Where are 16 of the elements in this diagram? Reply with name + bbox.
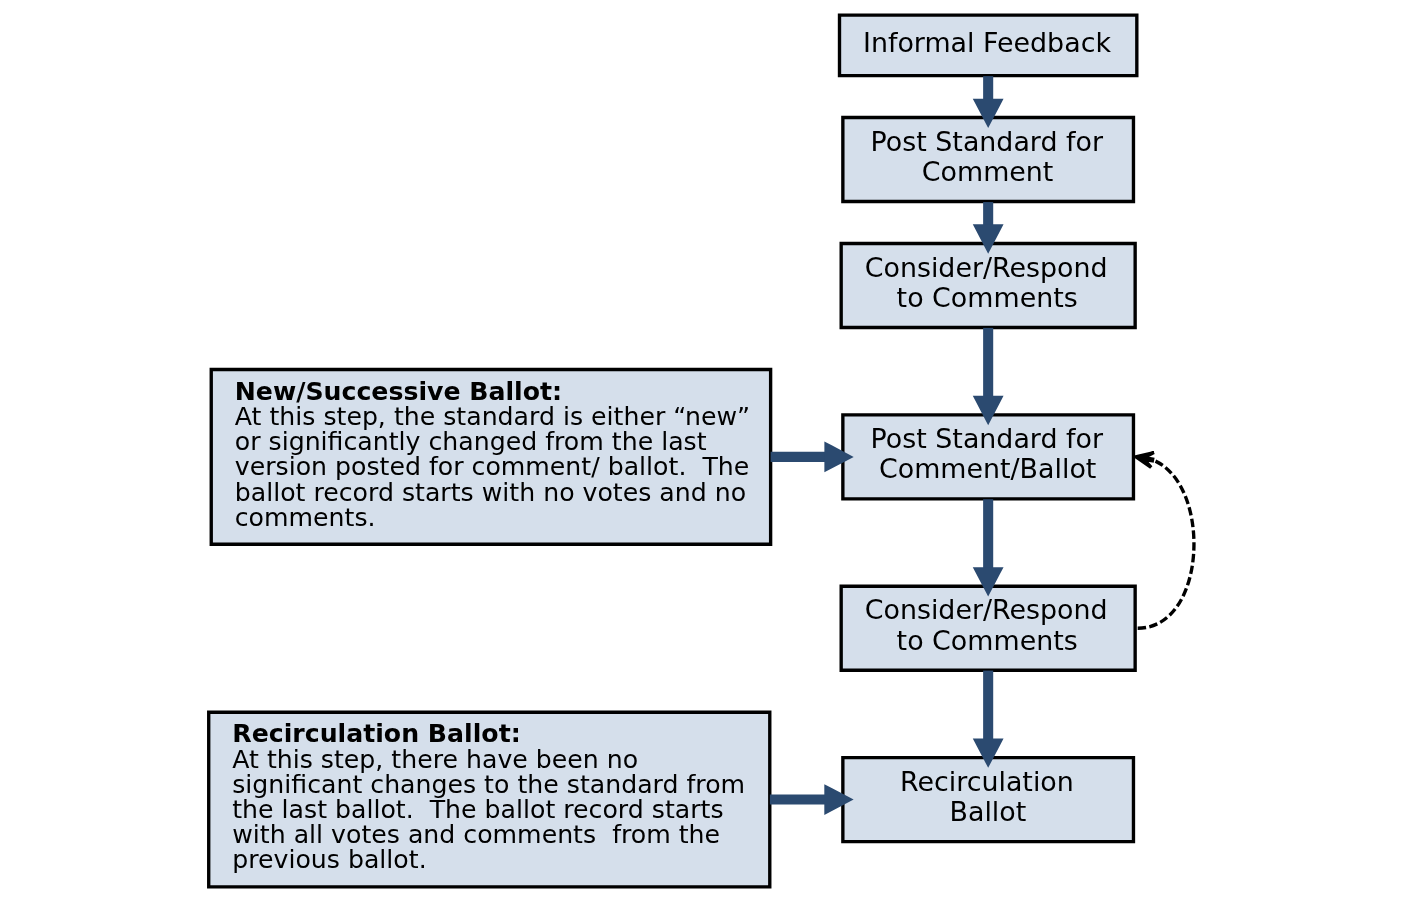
node-box: Post Standard for Comment/Ballot <box>841 413 1136 501</box>
node-box: Informal Feedback <box>837 13 1139 78</box>
node-box: Consider/Respond to Comments <box>839 584 1137 672</box>
arrow <box>770 441 854 473</box>
node-box: Recirculation Ballot <box>841 755 1136 844</box>
node-box: New/Successive Ballot: At this step, the standard is either “new” or significantly changed from the last version posted for comment/ ballot. The ballot record starts with no votes and no comments. <box>209 367 773 546</box>
arrow <box>972 670 1004 768</box>
arrow <box>972 76 1004 129</box>
arrow <box>972 499 1004 597</box>
arrow <box>1134 450 1196 630</box>
node-box: Consider/Respond to Comments <box>839 241 1137 330</box>
arrow <box>769 784 854 815</box>
arrow <box>972 202 1004 254</box>
arrow <box>972 327 1004 426</box>
node-box: Recirculation Ballot: At this step, there have been no significant changes to the standard from the last ballot. The ballot record starts with all votes and comments from the previous ballot. <box>207 710 772 889</box>
node-box: Post Standard for Comment <box>841 115 1136 204</box>
